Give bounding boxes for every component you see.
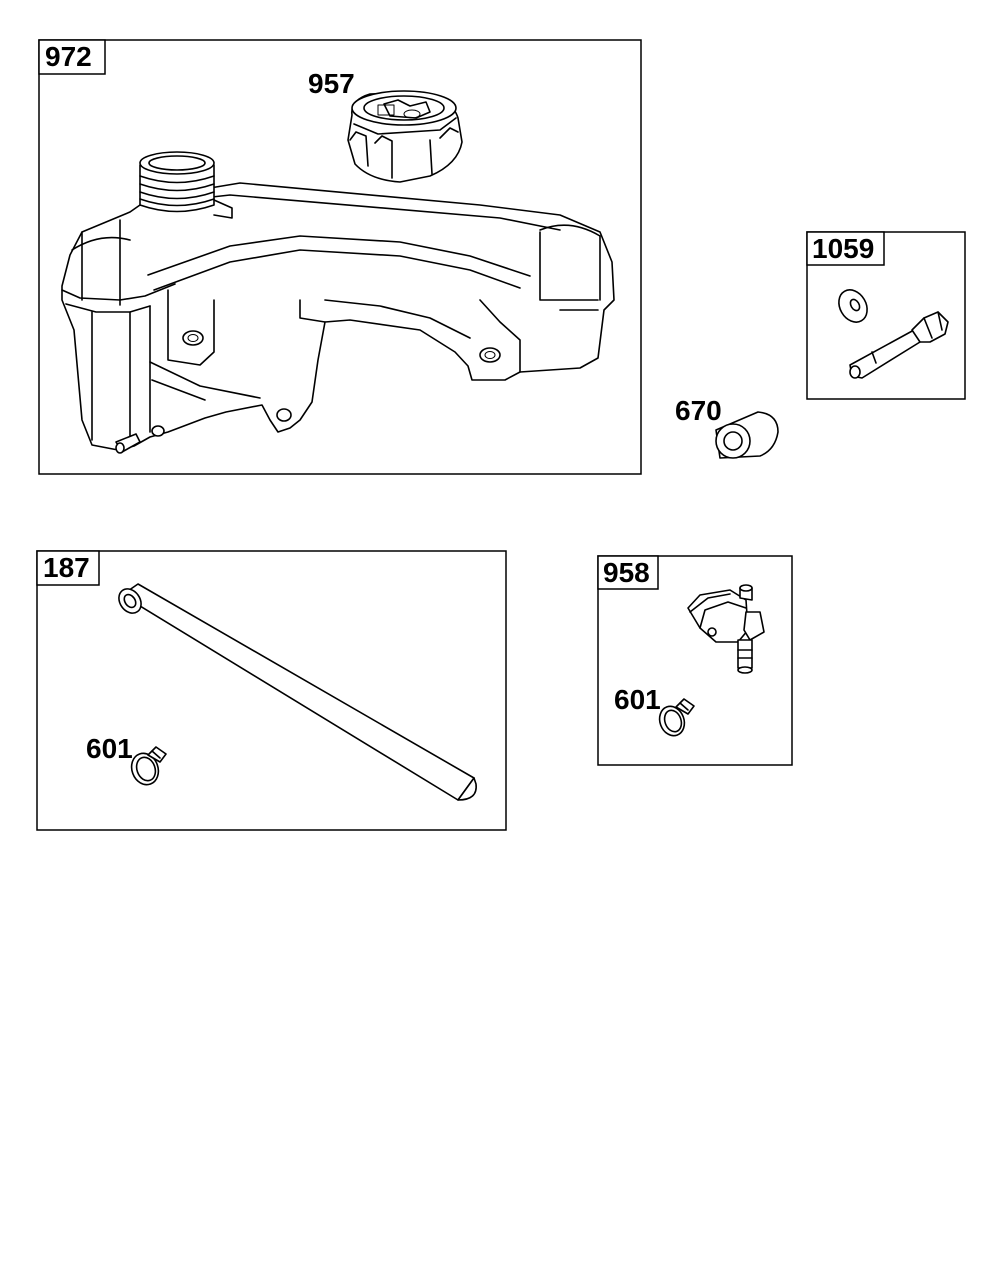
hose-clamp-601-a[interactable] [127,746,167,788]
part-601-label-a: 601 [86,733,133,764]
part-957-label: 957 [308,68,355,99]
group-187: 187 601 [36,550,507,831]
group-1059-tag [806,231,885,266]
shutoff-valve-drawing[interactable] [687,584,765,674]
group-958-label: 958 [603,557,650,588]
hose-clamp-601-b[interactable] [656,698,695,739]
group-958-tag [597,555,659,590]
fuel-cap-957[interactable] [347,90,463,183]
group-972-frame [38,39,642,475]
group-187-label: 187 [43,552,90,583]
part-670-label: 670 [675,395,722,426]
group-958-frame [597,555,793,766]
group-972-tag [38,39,106,75]
group-187-frame [36,550,507,831]
group-187-tag [36,550,100,586]
group-1059-label: 1059 [812,233,874,264]
washer-drawing[interactable] [833,285,873,327]
group-1059: 1059 [806,231,966,400]
group-972: 972 [38,39,642,475]
group-1059-frame [806,231,966,400]
group-972-label: 972 [45,41,92,72]
bolt-drawing[interactable] [849,311,949,379]
fuel-tank-drawing[interactable] [61,151,615,454]
group-958: 958 601 [597,555,793,766]
part-601-label-b: 601 [614,684,661,715]
spacer-670[interactable] [715,411,779,459]
fuel-hose-drawing[interactable] [114,583,477,801]
